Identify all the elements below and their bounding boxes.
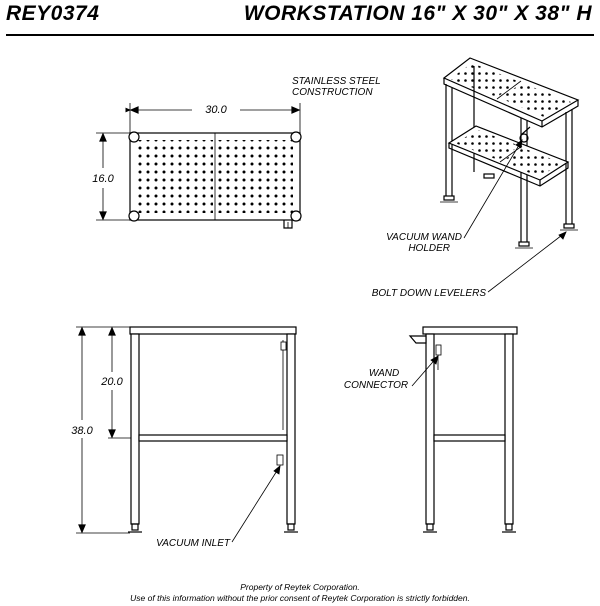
- footer-property: Property of Reytek Corporation.: [240, 582, 360, 592]
- callout-wand-holder-1: VACUUM WAND: [386, 232, 462, 243]
- callout-construction-1: STAINLESS STEEL: [292, 76, 381, 87]
- dim-shelf-height: 20.0: [100, 376, 123, 388]
- callout-construction-2: CONSTRUCTION: [292, 87, 373, 98]
- dim-top-width: 30.0: [205, 104, 227, 116]
- footer-notice: Use of this information without the prio…: [130, 593, 470, 603]
- callout-vacuum-inlet: VACUUM INLET: [156, 538, 231, 549]
- callout-wand-holder-2: HOLDER: [408, 243, 450, 254]
- isometric-view: [440, 57, 580, 249]
- dim-overall-height: 38.0: [71, 425, 93, 437]
- drawing-title: WORKSTATION 16" X 30" X 38" H: [243, 2, 592, 25]
- callout-wand-connector-2: CONNECTOR: [344, 380, 408, 391]
- callout-wand-connector-1: WAND: [369, 368, 399, 379]
- top-view: [96, 103, 302, 229]
- callout-levelers: BOLT DOWN LEVELERS: [372, 288, 487, 299]
- header-rule: [6, 34, 594, 36]
- side-view: [408, 326, 518, 533]
- part-number: REY0374: [6, 2, 100, 25]
- front-view: [76, 326, 298, 534]
- dim-top-depth: 16.0: [92, 173, 114, 185]
